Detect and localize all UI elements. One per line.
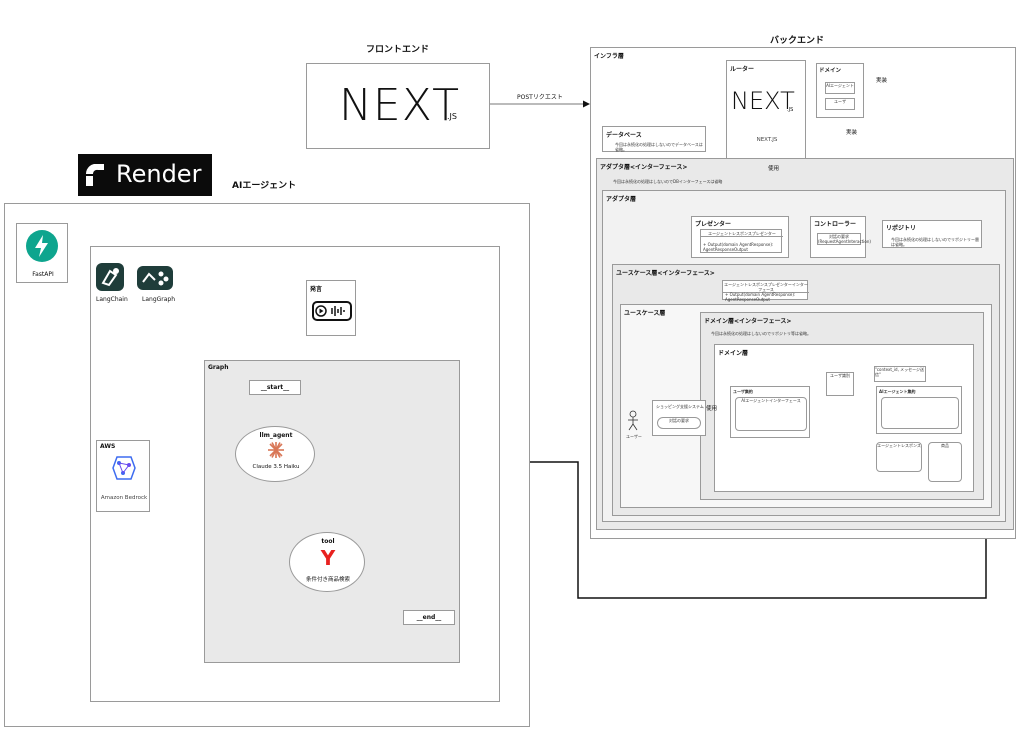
domain-item-user: ユーザ — [825, 98, 855, 110]
aws-title: AWS — [100, 443, 116, 450]
graph-start-node: __start__ — [249, 380, 301, 395]
langgraph-icon — [137, 266, 173, 290]
agent-aggregate-box: AIエージェント集約 — [876, 386, 962, 434]
repository-desc: 今回は永続化の処理はしないのでリポジトリー層は省略。 — [891, 237, 979, 247]
router-nextjs-sub: .JS — [787, 107, 794, 113]
frontend-heading: フロントエンド — [366, 45, 430, 55]
speech-title: 発言 — [310, 286, 323, 293]
fastapi-icon — [26, 230, 58, 262]
domain-box: ドメイン AIエージェント ユーザ — [816, 63, 864, 118]
adapter-title: アダプタ層 — [606, 196, 637, 203]
graph-end-node: __end__ — [403, 610, 455, 625]
aws-box: AWS Amazon Bedrock — [96, 440, 150, 512]
router-caption: NEXT.JS — [756, 137, 778, 143]
actor-label: ユーザー — [626, 434, 642, 439]
usecase-if-class-name: エージェントレスポンスプレゼンターインターフェース — [723, 282, 809, 293]
tool-node: tool Y 条件付き商品検索 — [289, 532, 365, 592]
domain-if-desc: 今回は永続化の処理はしないのでリポジトリ等は省略。 — [711, 331, 811, 336]
usecase-if-class: エージェントレスポンスプレゼンターインターフェース + Output(domai… — [722, 280, 809, 302]
yahoo-shopping-icon: Y — [320, 546, 336, 570]
fastapi-box: FastAPI — [16, 223, 68, 283]
router-box: ルーター NEXT .JS NEXT.JS — [726, 60, 806, 160]
presenter-box: プレゼンター エージェントレスポンスプレゼンター + Output(domain… — [691, 216, 789, 258]
impl-label-1: 実装 — [876, 78, 888, 84]
bedrock-icon — [109, 453, 139, 483]
claude-icon — [267, 441, 285, 459]
agent-response-box: エージェントレスポンス — [876, 442, 922, 472]
shopping-system-label: ショッピング支援システム — [656, 404, 704, 409]
usecase-title: ユースケース層 — [624, 310, 666, 317]
database-box: データベース 今回は永続化の処理はしないのでデータベースは省略。 — [602, 126, 706, 152]
render-icon — [85, 163, 104, 186]
usecase-if-method: + Output(domain AgentResponse): AgentRes… — [725, 292, 796, 302]
nextjs-logo-sub: .JS — [447, 112, 457, 121]
agent-aggregate-inner — [881, 397, 959, 429]
presenter-title: プレゼンター — [695, 221, 732, 228]
tool-desc: 条件付き商品検索 — [305, 577, 350, 583]
shopping-system-box: ショッピング支援システム 対話の要求 — [652, 400, 706, 436]
impl-label-2: 実装 — [846, 130, 858, 136]
llm-agent-title: llm_agent — [259, 432, 293, 439]
user-aggregate-box: ユーザ集約 AIエージェントインターフェース — [730, 386, 810, 438]
speech-box: 発言 — [306, 280, 356, 336]
domain-if-title: ドメイン層<インターフェース> — [704, 318, 792, 325]
user-aggregate-title: ユーザ集約 — [733, 389, 753, 394]
langchain-icon — [96, 263, 124, 291]
product-box: 商品 — [928, 442, 962, 482]
agent-if-box: AIエージェントインターフェース — [735, 397, 807, 431]
controller-desc: 対話の要求 (RequestAgentInteraction) — [817, 233, 871, 245]
database-title: データベース — [606, 132, 642, 139]
database-desc: 今回は永続化の処理はしないのでデータベースは省略。 — [615, 142, 703, 152]
context-note: "context_id, メッセージ送信" — [874, 366, 926, 382]
user-id-note: ユーザ識別 — [826, 372, 854, 396]
presenter-class: エージェントレスポンスプレゼンター + Output(domain AgentR… — [700, 229, 783, 253]
llm-model-label: Claude 3.5 Haiku — [252, 464, 300, 470]
frontend-nextjs-box: NEXT .JS — [306, 63, 490, 149]
adapter-if-desc: 今回は永続化の処理はしないのでDBインターフェースは省略 — [613, 179, 723, 184]
agent-aggregate-title: AIエージェント集約 — [879, 389, 916, 394]
dialog-request-oval: 対話の要求 — [657, 417, 701, 429]
graph-title: Graph — [208, 364, 229, 371]
usecase-if-title: ユースケース層<インターフェース> — [616, 270, 715, 277]
ai-agent-heading: AIエージェント — [232, 181, 297, 191]
use-label-3: 使用 — [706, 406, 718, 412]
router-nextjs-logo: NEXT — [731, 87, 795, 115]
llm-agent-node: llm_agent Claude 3.5 Haiku — [235, 426, 315, 482]
tool-title: tool — [321, 538, 335, 545]
controller-title: コントローラー — [814, 221, 857, 228]
langchain-label: LangChain — [96, 296, 128, 303]
langgraph-label: LangGraph — [142, 296, 176, 303]
presenter-class-name: エージェントレスポンスプレゼンター — [701, 231, 783, 237]
infra-title: インフラ層 — [594, 53, 624, 60]
nextjs-logo: NEXT — [339, 80, 460, 131]
presenter-method: + Output(domain AgentResponse): AgentRes… — [703, 242, 774, 252]
fastapi-label: FastAPI — [32, 271, 54, 278]
repository-box: リポジトリ 今回は永続化の処理はしないのでリポジトリー層は省略。 — [882, 220, 982, 248]
voice-message-icon — [312, 301, 352, 321]
post-request-label: POSTリクエスト — [517, 94, 563, 101]
backend-heading: バックエンド — [770, 36, 825, 46]
render-logo: Render — [78, 154, 212, 196]
domain-title: ドメイン — [819, 68, 842, 74]
adapter-if-title: アダプタ層<インターフェース> — [600, 164, 688, 171]
router-title: ルーター — [730, 66, 755, 73]
repository-title: リポジトリ — [886, 225, 917, 232]
use-label-1: 使用 — [768, 166, 780, 172]
domain-item-agent: AIエージェント — [825, 82, 855, 94]
controller-box: コントローラー 対話の要求 (RequestAgentInteraction) — [810, 216, 871, 258]
render-text: Render — [116, 160, 202, 188]
domain-layer-title: ドメイン層 — [718, 350, 749, 357]
actor-icon — [626, 410, 640, 432]
aws-label: Amazon Bedrock — [100, 495, 148, 501]
